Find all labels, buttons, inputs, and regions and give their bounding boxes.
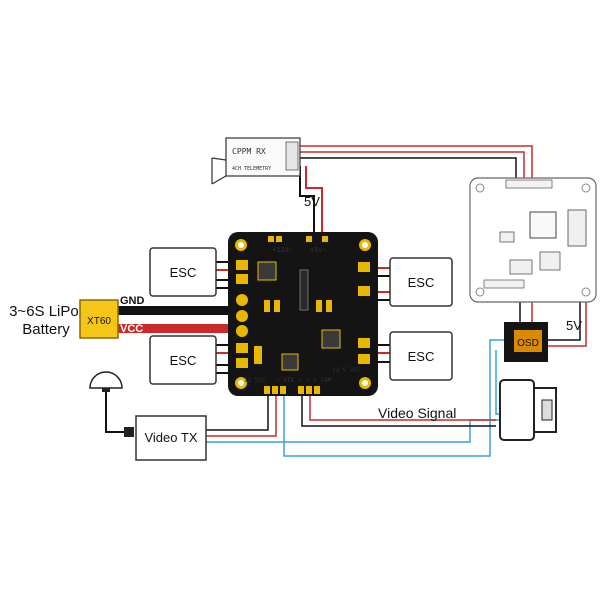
antenna-connector	[124, 427, 134, 437]
antenna-icon	[89, 371, 123, 392]
cppm-receiver: CPPM RX 4CH TELEMETRY	[211, 137, 301, 185]
esc-top-left-label: ESC	[170, 265, 197, 280]
gnd-wire	[118, 306, 238, 315]
pdb-cam-label: − + CAM	[306, 377, 332, 384]
vcc-label: VCC	[120, 323, 143, 335]
antenna-cable	[105, 388, 134, 433]
xt60-label: XT60	[87, 316, 111, 327]
esc-bottom-left: ESC	[149, 335, 217, 385]
pdb-vtx-label: − VTX +	[276, 377, 302, 384]
flight-controller	[469, 177, 597, 303]
receiver-label: CPPM RX	[232, 147, 266, 156]
power-distribution-board: +12V− +5V− 12 VCC − VTX + − + CAM	[228, 232, 378, 396]
pdb-12vcc-label: 12 VCC	[244, 377, 266, 384]
receiver-power-wires	[299, 166, 323, 234]
pdb-5v-label: +5V−	[310, 246, 327, 254]
osd-label: OSD	[517, 338, 539, 349]
receiver-sublabel: 4CH TELEMETRY	[232, 166, 271, 172]
fpv-camera	[499, 379, 557, 441]
esc-bottom-right: ESC	[389, 331, 453, 381]
esc-top-right: ESC	[389, 257, 453, 307]
video-tx-label: Video TX	[144, 430, 197, 445]
receiver-5v-label: 5V	[304, 194, 320, 209]
battery-label: 3~6S LiPo Battery	[9, 303, 83, 338]
gnd-label: GND	[120, 295, 145, 307]
esc-top-right-label: ESC	[408, 275, 435, 290]
receiver-to-fc-wires	[300, 145, 533, 186]
osd-module: OSD	[504, 322, 548, 362]
esc-bottom-right-label: ESC	[408, 349, 435, 364]
esc-bottom-left-label: ESC	[170, 353, 197, 368]
battery-label-line2: Battery	[22, 321, 70, 338]
camera-wires	[301, 350, 500, 427]
xt60-connector	[79, 299, 119, 339]
video-tx: Video TX	[135, 415, 207, 461]
video-signal-label: Video Signal	[378, 405, 456, 421]
vcc-wire	[118, 324, 238, 333]
fc-5v-label: 5V	[566, 318, 582, 333]
esc-top-left: ESC	[149, 247, 217, 297]
pdb-12v-label: +12V−	[272, 246, 293, 254]
battery-label-line1: 3~6S LiPo	[9, 303, 79, 320]
pdb-12-5-vcc-label: 12 5 VCC	[332, 367, 361, 374]
